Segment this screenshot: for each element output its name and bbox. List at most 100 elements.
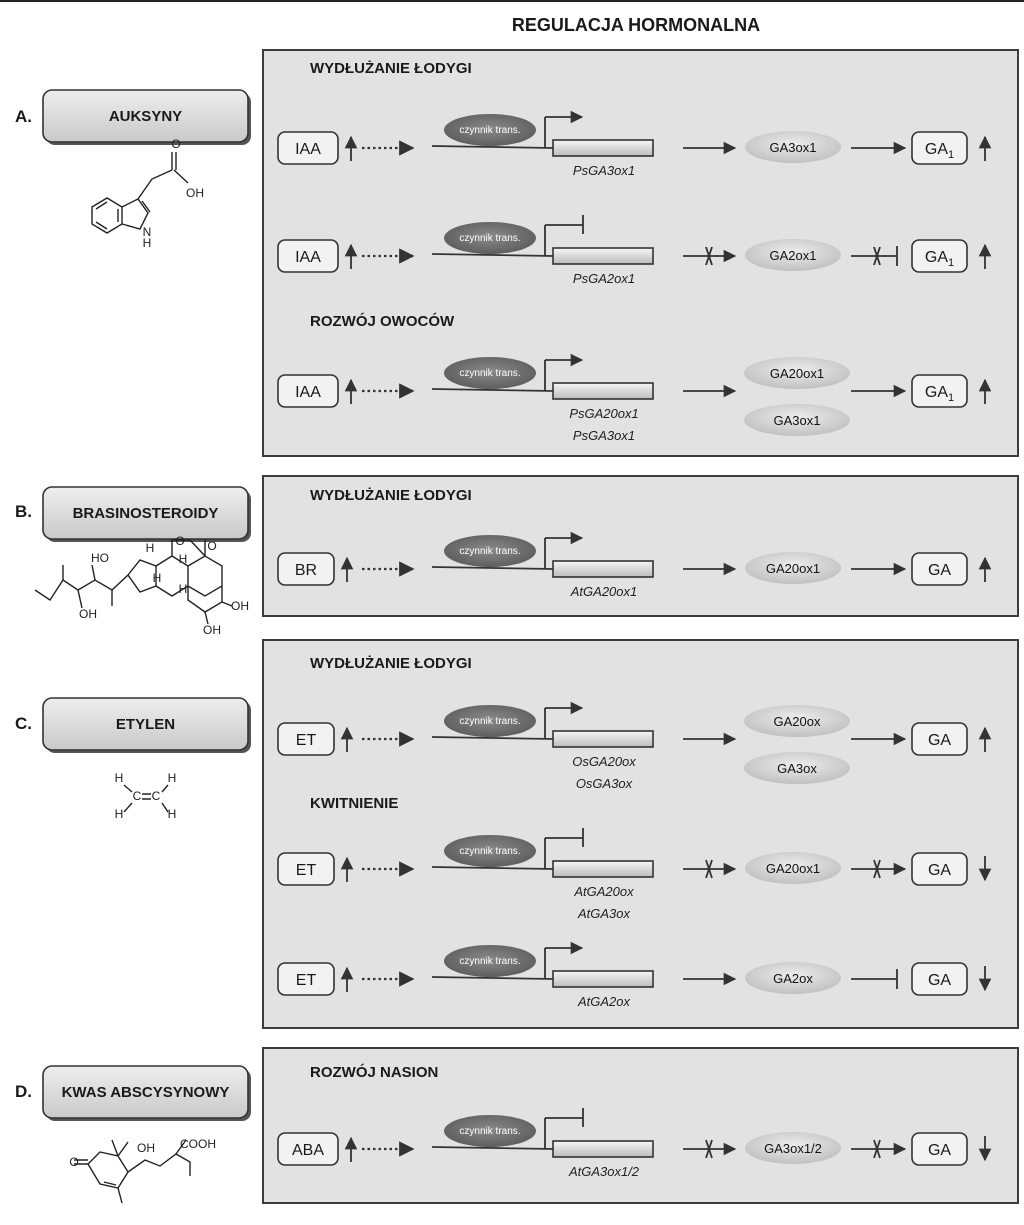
signal-box [277, 552, 335, 586]
transcription-factor [444, 945, 536, 977]
product-box [911, 722, 968, 756]
cc-double-bond [142, 793, 151, 800]
transcription-factor-label: czynnik trans. [459, 368, 520, 379]
process-header: WYDŁUŻANIE ŁODYGI [310, 60, 472, 77]
lactone [171, 539, 206, 557]
product-label: GA1 [925, 384, 954, 404]
dna-strand [431, 1146, 554, 1150]
atom-label: COOH [180, 1137, 216, 1151]
product-box [911, 239, 968, 273]
enzyme-ellipse [744, 404, 850, 436]
transcription-factor-label: czynnik trans. [459, 716, 520, 727]
block-cross [873, 1139, 881, 1159]
ring-d [127, 559, 157, 593]
gene-name: AtGA20ox1 [570, 584, 638, 599]
product-label: GA [928, 562, 951, 579]
atom-label: N [143, 225, 152, 239]
enzyme-ellipse [745, 962, 841, 994]
product-label: GA [928, 972, 951, 989]
transcription-factor-label: czynnik trans. [459, 846, 520, 857]
gene-name: OsGA3ox [576, 776, 633, 791]
gene-name: AtGA3ox [577, 906, 631, 921]
ring-a-oh [204, 601, 233, 625]
gene-name: PsGA3ox1 [573, 428, 635, 443]
product-box [911, 1132, 968, 1166]
atom-label: O [207, 539, 216, 553]
enzyme-label: GA20ox1 [766, 561, 820, 576]
atom-label: H [143, 236, 152, 250]
pyrrole-double-bond [141, 200, 151, 213]
dna-strand [431, 976, 554, 980]
process-header: ROZWÓJ NASION [310, 1063, 438, 1081]
gene-box [552, 139, 654, 157]
hormone-name-box [42, 1065, 249, 1119]
signal-label: ET [296, 862, 317, 879]
transcription-factor [444, 222, 536, 254]
atom-label: H [168, 807, 177, 821]
product-label: GA [928, 862, 951, 879]
enzyme-ellipse [744, 752, 850, 784]
hormone-name-box [42, 89, 249, 143]
hormone-name: KWAS ABSCYSYNOWY [62, 1084, 230, 1101]
gene-name: AtGA3ox1/2 [568, 1164, 640, 1179]
enzyme-label: GA2ox1 [770, 248, 817, 263]
product-name: GA [928, 562, 951, 579]
gene-box [552, 860, 654, 878]
signal-box [277, 374, 339, 408]
product-label: GA [928, 732, 951, 749]
atom-label: O [171, 137, 180, 151]
dna-strand [431, 145, 554, 149]
product-subscript: 1 [948, 392, 954, 404]
atom-label: H [115, 807, 124, 821]
atom-label: OH [203, 623, 221, 637]
enzyme-label: GA2ox [773, 971, 813, 986]
enzyme-label: GA20ox1 [766, 861, 820, 876]
gene-box [552, 247, 654, 265]
panel-B [262, 475, 1019, 617]
product-box [911, 374, 968, 408]
enzyme-ellipse [744, 705, 850, 737]
hormone-name-box [42, 697, 249, 751]
product-label: GA1 [925, 141, 954, 161]
product-label: GA1 [925, 249, 954, 269]
atom-label: HO [91, 551, 109, 565]
gene-name: PsGA20ox1 [569, 406, 638, 421]
gem-dimethyl [111, 1139, 129, 1157]
process-header: KWITNIENIE [310, 795, 398, 812]
signal-box [277, 131, 339, 165]
product-box [911, 552, 968, 586]
signal-label: BR [295, 562, 317, 579]
hormone-name: AUKSYNY [109, 108, 182, 125]
signal-box [277, 722, 335, 756]
atom-label: C [133, 789, 142, 803]
block-cross [705, 246, 713, 266]
acetic-chain [137, 169, 173, 200]
section-letter: C. [15, 714, 32, 733]
oh-bond [91, 564, 96, 581]
product-name: GA [925, 384, 948, 401]
ring-a [187, 586, 223, 613]
enzyme-label: GA3ox1 [770, 140, 817, 155]
ring-c [155, 555, 189, 597]
hormone-name-box [42, 486, 249, 540]
enzyme-label: GA20ox1 [770, 366, 824, 381]
enzyme-ellipse [744, 357, 850, 389]
atom-label: H [146, 541, 155, 555]
benzene-double-bonds [95, 201, 119, 230]
process-header: WYDŁUŻANIE ŁODYGI [310, 655, 472, 672]
gene-name: PsGA3ox1 [573, 163, 635, 178]
product-subscript: 1 [948, 149, 954, 161]
ch-bonds [123, 784, 169, 813]
gene-box [552, 730, 654, 748]
atom-label: OH [186, 186, 204, 200]
dna-strand [431, 566, 554, 570]
side-chain [34, 574, 129, 601]
transcription-factor [444, 705, 536, 737]
enzyme-label: GA20ox [774, 714, 821, 729]
process-header: WYDŁUŻANIE ŁODYGI [310, 487, 472, 504]
dna-strand [431, 736, 554, 740]
